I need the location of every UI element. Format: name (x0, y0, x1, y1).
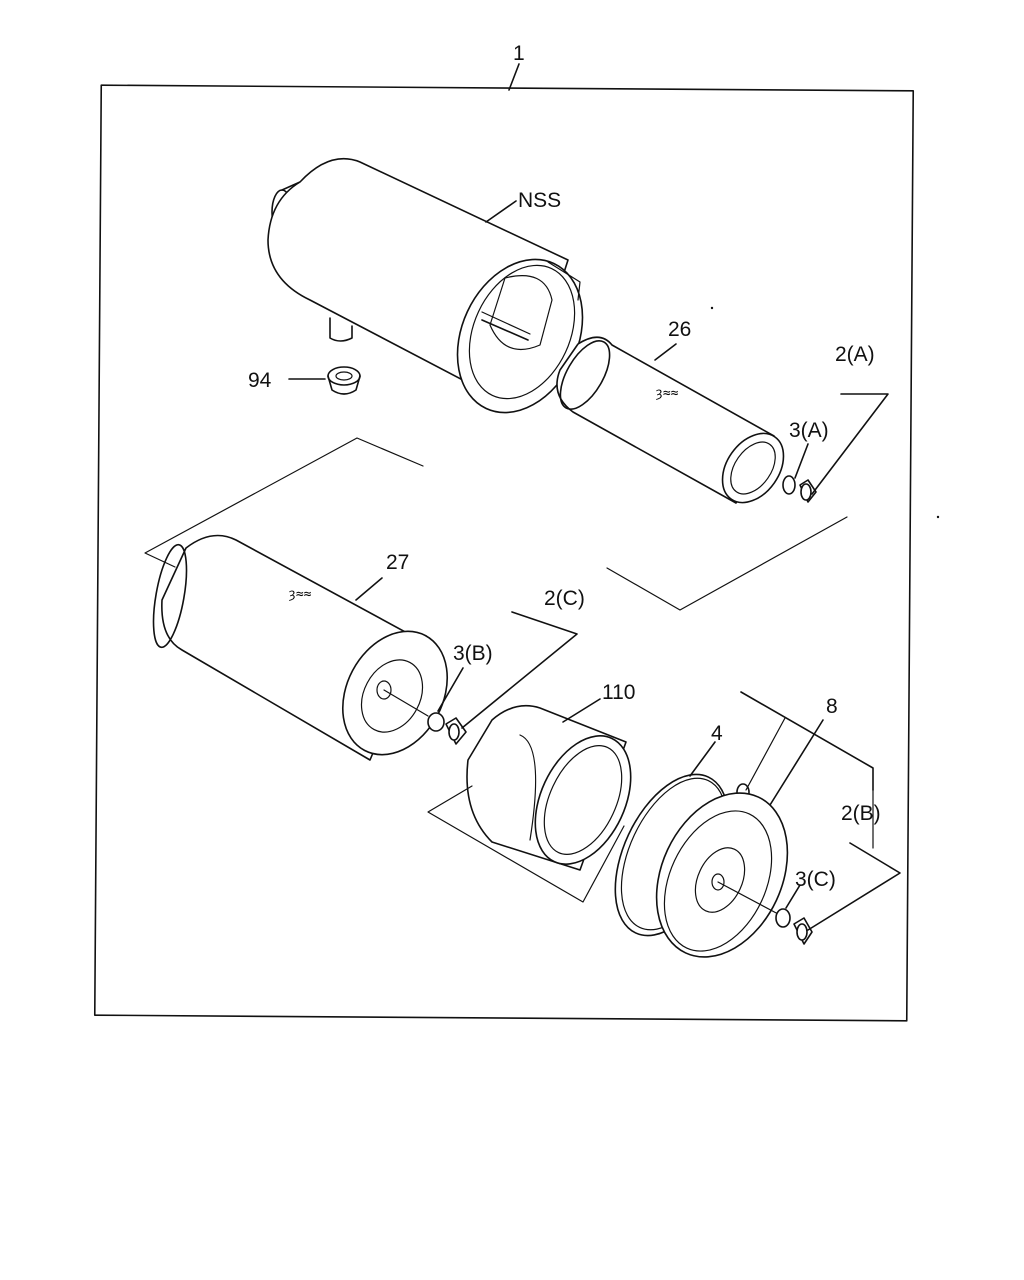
label-housing: NSS (518, 189, 561, 212)
nut-b-bracket-link (745, 717, 786, 791)
wing-nut-b (793, 917, 813, 945)
wing-nut-a (799, 479, 817, 503)
assembly-guide-1 (144, 437, 424, 568)
outer-element-marking: ȝ≈≈ (655, 386, 679, 401)
label-nut-b: 2(B) (841, 802, 881, 825)
washer-a (782, 475, 796, 495)
outer-filter-element: ȝ≈≈ (556, 336, 785, 504)
gasket-leader (689, 741, 716, 777)
air-cleaner-housing (267, 158, 584, 414)
sleeve-guide (427, 785, 625, 903)
diagram-frame (93, 84, 915, 1022)
assembly-leader (508, 63, 520, 91)
housing-leader (485, 200, 517, 223)
label-washer-b: 3(B) (453, 642, 493, 665)
drain-plug (327, 366, 361, 395)
nut-b-lower-bracket (807, 842, 901, 931)
inner-element-leader (355, 577, 383, 601)
washer-c (775, 908, 791, 928)
outer-element-leader (654, 343, 677, 361)
label-washer-a: 3(A) (789, 419, 829, 442)
label-nut-c: 2(C) (544, 587, 585, 610)
washer-a-leader (794, 443, 809, 479)
washer-b-leader (437, 667, 464, 712)
nut-a-bracket (811, 393, 889, 495)
label-washer-c: 3(C) (795, 868, 836, 891)
speck (936, 515, 940, 519)
label-gasket: 4 (711, 722, 723, 745)
label-outer-element: 26 (668, 318, 691, 341)
speck (710, 306, 714, 310)
assembly-guide-2 (606, 516, 848, 611)
washer-c-leader (785, 884, 801, 909)
inner-element-marking: ȝ≈≈ (288, 587, 312, 602)
sleeve-leader (562, 698, 601, 723)
wing-nut-c (445, 717, 467, 745)
label-inner-element: 27 (386, 551, 409, 574)
label-cover: 8 (826, 695, 838, 718)
label-nut-a: 2(A) (835, 343, 875, 366)
label-plug: 94 (248, 369, 272, 392)
label-sleeve: 110 (602, 681, 635, 704)
washer-b (427, 712, 445, 732)
end-cover (655, 792, 789, 958)
inner-filter-element: ȝ≈≈ (152, 534, 449, 761)
label-assembly: 1 (513, 42, 525, 65)
sleeve (466, 704, 632, 871)
cover-leader (769, 719, 824, 806)
nut-c-bracket (461, 611, 578, 729)
nut-b-bracket (740, 691, 874, 791)
